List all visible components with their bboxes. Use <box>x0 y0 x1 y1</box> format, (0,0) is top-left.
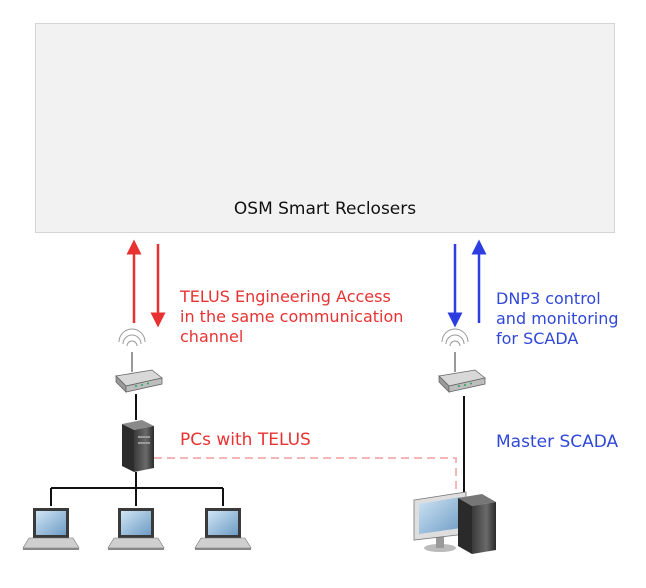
pcs-with-telus-label: PCs with TELUS <box>180 430 311 450</box>
telus-access-line-1: TELUS Engineering Access <box>180 287 391 306</box>
dnp3-label: DNP3 control and monitoring for SCADA <box>496 289 619 349</box>
desktop-workstation-icon <box>413 491 496 554</box>
telus-access-label: TELUS Engineering Access in the same com… <box>180 287 403 347</box>
panel-label: OSM Smart Reclosers <box>233 199 417 219</box>
server-tower-icon <box>122 420 154 472</box>
telus-arrows <box>126 239 166 328</box>
right-wireless-router-icon <box>438 328 486 393</box>
master-scada-label: Master SCADA <box>496 432 619 452</box>
pc-network-lines <box>50 472 224 506</box>
dnp3-line-3: for SCADA <box>496 329 579 348</box>
telus-access-line-3: channel <box>180 327 244 346</box>
dnp3-line-1: DNP3 control <box>496 289 601 308</box>
laptop-3-icon <box>194 507 252 551</box>
scada-arrows <box>447 239 487 328</box>
laptop-1-icon <box>22 507 80 551</box>
laptop-2-icon <box>107 507 165 551</box>
dnp3-line-2: and monitoring <box>496 309 619 328</box>
reclosers-panel: OSM Smart Reclosers <box>35 23 615 233</box>
left-wireless-router-icon <box>115 328 163 393</box>
dashed-telus-link <box>154 457 457 500</box>
telus-access-line-2: in the same communication <box>180 307 404 326</box>
